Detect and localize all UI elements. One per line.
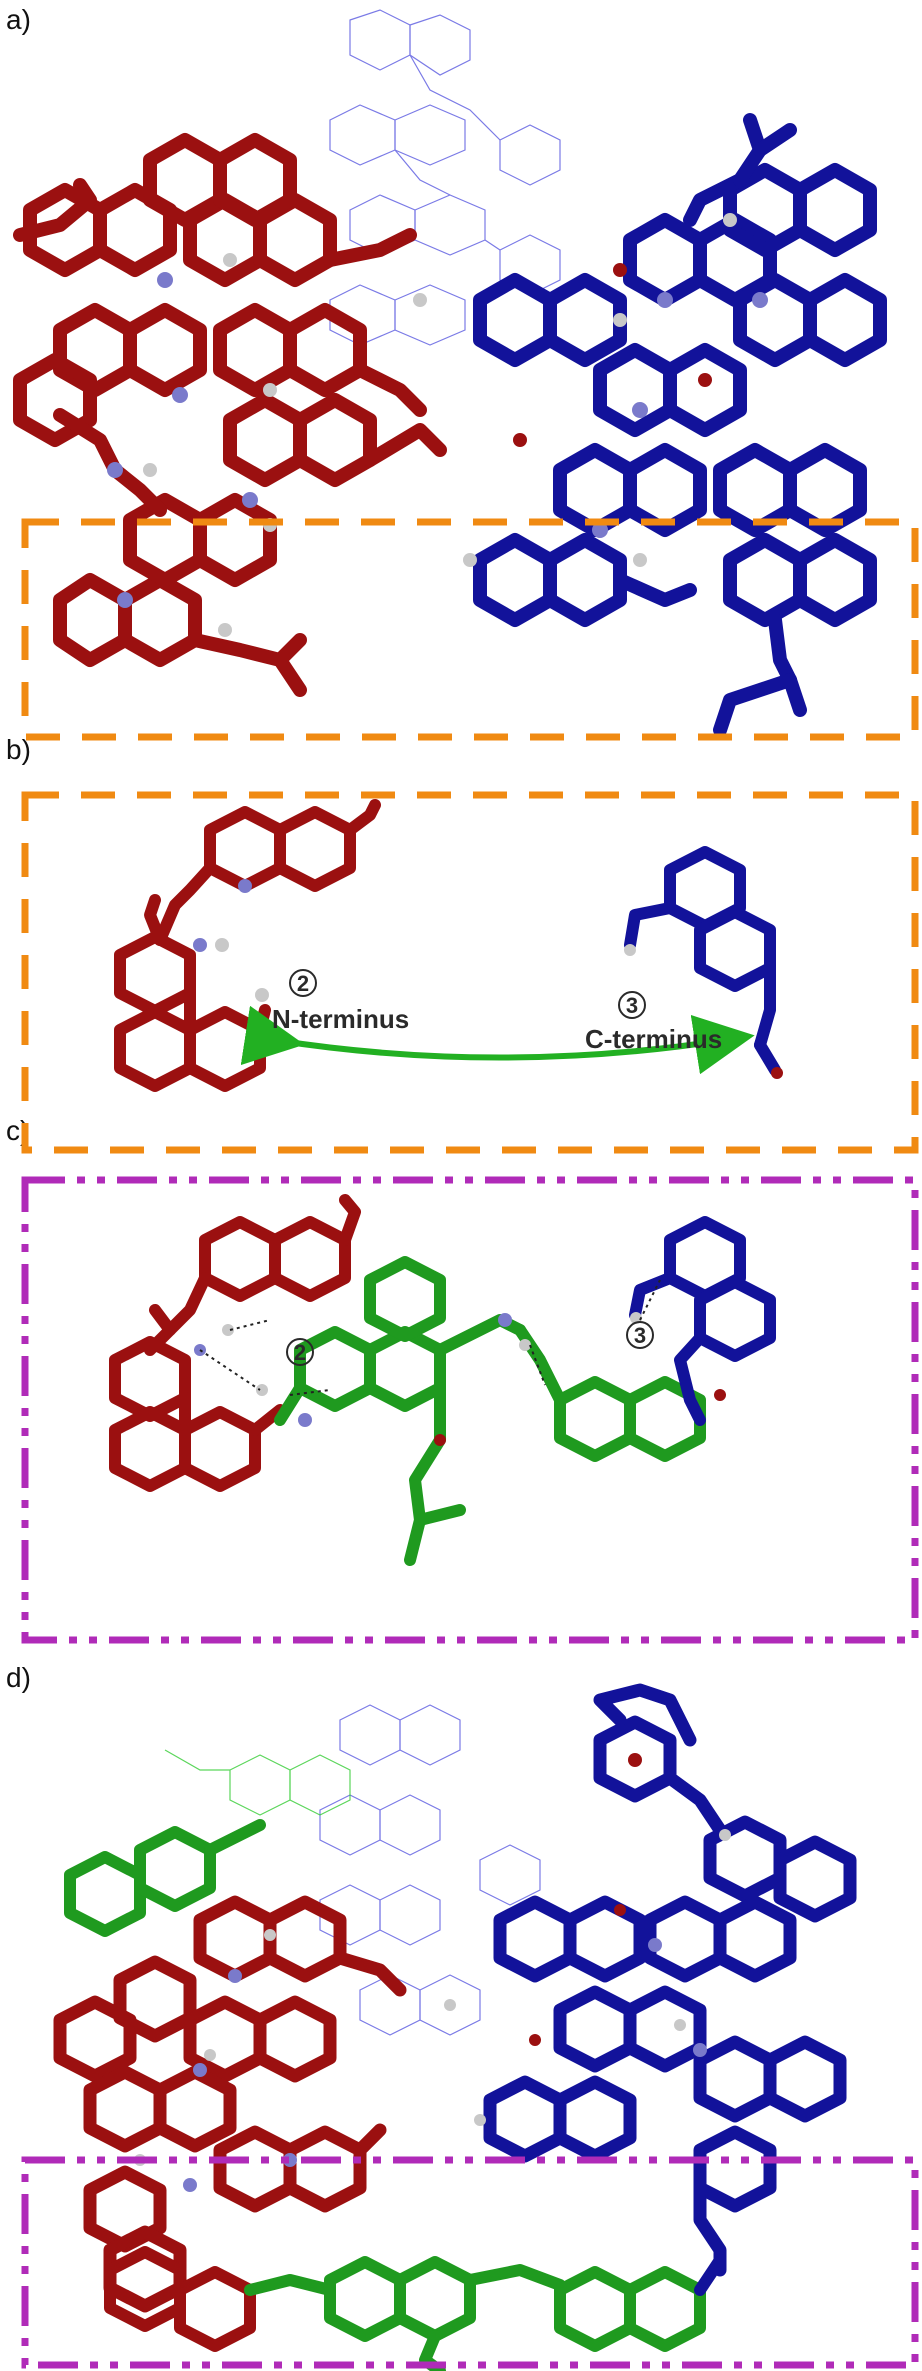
red-c-hydrogen-2 bbox=[256, 1384, 268, 1396]
red-b-hydrogen-2 bbox=[255, 988, 269, 1002]
red-b-nitrogen-3 bbox=[258, 1023, 272, 1037]
red-b-hydrogen-1 bbox=[215, 938, 229, 952]
magenta-dashdot-box-d bbox=[21, 2156, 919, 2369]
red-b-nitrogen-1 bbox=[238, 879, 252, 893]
red-strand-heteroatoms bbox=[107, 253, 277, 637]
n-terminus-marker-text: 2 bbox=[297, 971, 309, 996]
green-c-nitrogen-1 bbox=[498, 1313, 512, 1327]
green-strand-d-top bbox=[64, 1819, 266, 1937]
red-fragment-c bbox=[109, 1194, 361, 1492]
wireframe-strand-d bbox=[319, 1704, 541, 2036]
red-strand bbox=[13, 133, 447, 697]
orange-dashed-box-a bbox=[21, 518, 919, 741]
blue-strand-heteroatoms bbox=[413, 213, 768, 567]
red-c-hydrogen-1 bbox=[222, 1324, 234, 1336]
terminus-interaction-arrow bbox=[240, 1005, 755, 1075]
blue-strand-d bbox=[483, 1683, 857, 2277]
n-terminus-marker bbox=[289, 969, 317, 997]
c-terminus-marker bbox=[618, 991, 646, 1019]
blue-fragment-b bbox=[624, 846, 781, 1076]
n-terminus-label: N-terminus bbox=[272, 1004, 409, 1034]
c-terminus-marker-text: 3 bbox=[626, 993, 638, 1018]
green-wireframe-d bbox=[164, 1749, 351, 1816]
blue-c-hydrogen bbox=[630, 1312, 642, 1324]
bottom-strand-d bbox=[104, 2246, 726, 2371]
red-b-nitrogen-2 bbox=[193, 938, 207, 952]
blue-b-hydrogen bbox=[624, 944, 636, 956]
red-fragment-b bbox=[114, 799, 381, 1092]
orange-dashed-box-b bbox=[21, 791, 919, 1154]
panel-label-d: d) bbox=[6, 1662, 31, 1693]
blue-strand-d-heteroatoms bbox=[474, 1753, 731, 2126]
marker-3-c bbox=[626, 1321, 654, 1349]
green-c-oxygen bbox=[434, 1434, 446, 1446]
panel-a-structure bbox=[13, 9, 919, 741]
c-terminus-label: C-terminus bbox=[585, 1024, 722, 1054]
red-strand-d-heteroatoms bbox=[134, 1929, 456, 2192]
marker-2-c bbox=[286, 1338, 314, 1366]
blue-c-oxygen bbox=[714, 1389, 726, 1401]
panel-label-a: a) bbox=[6, 4, 31, 35]
hydrogen-bonds-c bbox=[199, 1279, 661, 1396]
green-c-hydrogen bbox=[519, 1339, 531, 1351]
panel-c-structure: 2 3 bbox=[21, 1176, 919, 1644]
blue-strand bbox=[473, 113, 887, 737]
panel-d-structure bbox=[21, 1683, 919, 2371]
green-c-nitrogen-2 bbox=[298, 1413, 312, 1427]
wireframe-strand bbox=[329, 9, 561, 346]
marker-3-c-text: 3 bbox=[634, 1323, 646, 1348]
blue-b-oxygen bbox=[771, 1067, 783, 1079]
magenta-dashdot-box-c bbox=[21, 1176, 919, 1644]
marker-2-c-text: 2 bbox=[294, 1340, 306, 1365]
panel-b-structure: 2 N-terminus 3 C-terminus bbox=[21, 791, 919, 1154]
red-strand-d bbox=[53, 1895, 407, 2313]
